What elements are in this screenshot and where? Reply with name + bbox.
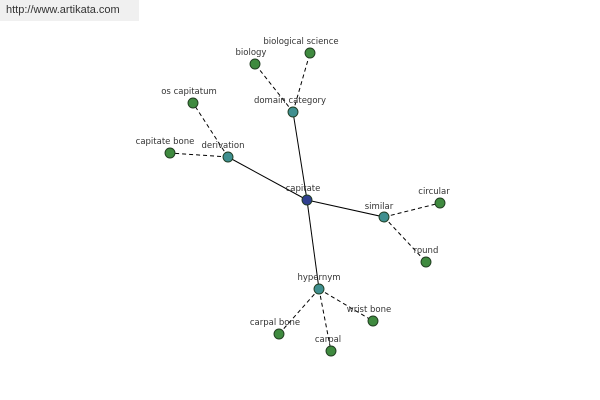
node-carpal-bone[interactable] [273, 328, 285, 340]
edges-layer [169, 52, 441, 352]
node-label-hypernym: hypernym [297, 273, 340, 283]
edge-derivation-to-os-capitatum [192, 102, 229, 158]
node-circular[interactable] [434, 197, 446, 209]
node-label-wrist-bone: wrist bone [347, 305, 391, 315]
node-similar[interactable] [378, 211, 390, 223]
edge-capitate-to-similar [306, 199, 385, 218]
node-label-circular: circular [418, 187, 450, 197]
nodes-layer [164, 47, 446, 357]
edge-domain-category-to-biology [254, 63, 294, 113]
edge-capitate-to-domain-category [292, 111, 308, 201]
edge-similar-to-circular [383, 202, 441, 218]
node-domain-category[interactable] [287, 106, 299, 118]
node-label-derivation: derivation [201, 141, 244, 151]
node-label-carpal: carpal [315, 335, 341, 345]
node-biology[interactable] [249, 58, 261, 70]
edge-hypernym-to-wrist-bone [318, 288, 374, 322]
node-carpal[interactable] [325, 345, 337, 357]
node-label-round: round [414, 246, 439, 256]
node-label-os-capitatum: os capitatum [161, 87, 217, 97]
edge-similar-to-round [383, 216, 427, 263]
node-label-similar: similar [365, 202, 394, 212]
edge-domain-category-to-biological-science [292, 52, 311, 113]
watermark-url: http://www.artikata.com [0, 0, 139, 21]
node-label-domain-category: domain category [254, 96, 326, 106]
node-derivation[interactable] [222, 151, 234, 163]
node-os-capitatum[interactable] [187, 97, 199, 109]
node-capitate[interactable] [301, 194, 313, 206]
node-wrist-bone[interactable] [367, 315, 379, 327]
node-label-capitate-bone: capitate bone [136, 137, 195, 147]
node-round[interactable] [420, 256, 432, 268]
node-label-carpal-bone: carpal bone [250, 318, 300, 328]
node-biological-science[interactable] [304, 47, 316, 59]
node-label-biological-science: biological science [263, 37, 338, 47]
edge-capitate-to-hypernym [306, 199, 320, 290]
edge-capitate-to-derivation [227, 156, 308, 201]
edge-hypernym-to-carpal [318, 288, 332, 352]
edge-hypernym-to-carpal-bone [278, 288, 320, 335]
edge-derivation-to-capitate-bone [169, 152, 229, 158]
node-label-capitate: capitate [286, 184, 321, 194]
node-hypernym[interactable] [313, 283, 325, 295]
labels-layer: capitate domain category derivation similar… [136, 37, 451, 345]
node-label-biology: biology [236, 48, 267, 58]
node-capitate-bone[interactable] [164, 147, 176, 159]
